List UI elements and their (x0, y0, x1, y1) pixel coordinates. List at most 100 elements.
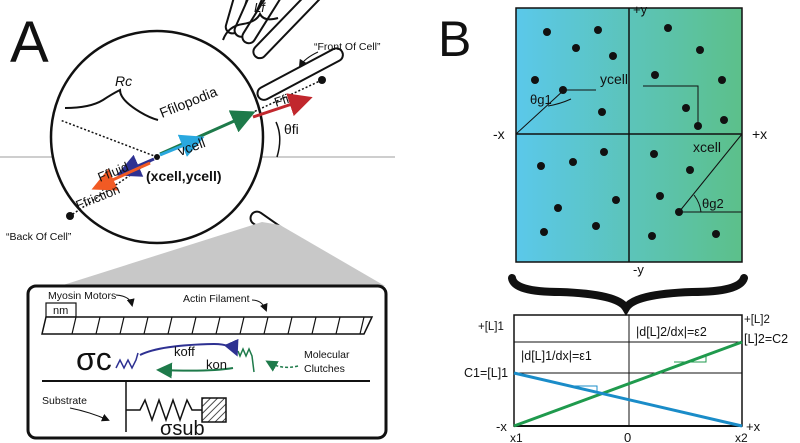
panel-a: A Lf “Front Of Cell” “Back Of Cell” Rc (0, 0, 395, 286)
theta-g1-label: θg1 (530, 92, 552, 107)
myosin-pointer (115, 294, 135, 307)
vcell-arrow (159, 134, 205, 157)
cell-dot (537, 162, 545, 170)
substrate-block (201, 397, 227, 423)
filopodium (224, 0, 278, 35)
actin-segment-divider (311, 316, 317, 335)
cell-dot (648, 232, 656, 240)
plus-x-label: +x (752, 126, 767, 142)
rc-brace (64, 88, 159, 121)
cell-dot (594, 26, 602, 34)
sigma-sub-label: σsub (160, 418, 205, 440)
front-dot (318, 76, 326, 84)
cell-dot (651, 71, 659, 79)
ffi-arrow (252, 93, 313, 119)
substrate-pointer (69, 407, 110, 422)
slope-triangle-1 (570, 385, 598, 392)
theta-fi-arc (275, 121, 281, 158)
friction-force-arrow (91, 161, 151, 191)
fluid-force-arrow (116, 154, 155, 177)
cell-dot (543, 28, 551, 36)
cell-center (154, 154, 160, 160)
ycell-line (643, 85, 699, 124)
front-pointer (298, 51, 319, 68)
lf-brace (222, 11, 279, 41)
cell-dot (540, 228, 548, 236)
x2-label: x2 (735, 431, 748, 443)
theta-g1-line (515, 89, 565, 135)
actin-filament-bar (41, 316, 374, 335)
substrate-spring (126, 397, 202, 423)
theta-g2-line (678, 133, 743, 213)
panel-brace (508, 274, 748, 317)
cell-dot (694, 122, 702, 130)
slope-triangle-2 (674, 354, 707, 363)
lf-label: Lf (254, 0, 266, 15)
cell-dot (531, 76, 539, 84)
plus-l2-label: +[L]2 (744, 314, 770, 326)
panel-a-letter: A (10, 10, 49, 75)
kon-arrow (156, 362, 234, 379)
cell-dot (712, 230, 720, 238)
actin-segment-divider (71, 316, 77, 335)
cell-dot (612, 196, 620, 204)
cell-dot (592, 222, 600, 230)
actin-segment-divider (239, 316, 245, 335)
sigma-c-label: σc (76, 341, 112, 377)
cell-dot (554, 204, 562, 212)
actin-segment-divider (359, 316, 365, 335)
actin-segment-divider (143, 316, 149, 335)
panel-b-letter: B (438, 11, 471, 67)
front-of-cell-label: “Front Of Cell” (314, 41, 381, 53)
cell-dots (531, 24, 728, 240)
concentration-line-2 (513, 340, 743, 428)
koff-arrow (139, 338, 239, 357)
plot-plus-x-label: +x (746, 419, 761, 434)
theta-fi-label: θfi (284, 121, 299, 137)
cell-dot (682, 104, 690, 112)
actin-pointer (251, 299, 268, 312)
plus-y-label: +y (633, 2, 648, 17)
cell-dot (656, 192, 664, 200)
zero-label: 0 (624, 430, 631, 443)
actin-segment-divider (95, 316, 101, 335)
actin-segment-divider (191, 316, 197, 335)
koff-label: koff (174, 344, 195, 359)
filopodium (241, 0, 324, 45)
rc-label: Rc (115, 73, 132, 89)
eps1-label: |d[L]1/dx|=ε1 (521, 349, 592, 363)
molecular-clutches-label-1: Molecular (304, 349, 350, 361)
actin-segment-divider (119, 316, 125, 335)
cell-position-label: (xcell,ycell) (146, 168, 222, 184)
cell-dot (686, 166, 694, 174)
x1-label: x1 (510, 431, 523, 443)
cell-dot (598, 108, 606, 116)
cell-dot (720, 116, 728, 124)
theta-g2-arc (693, 194, 702, 213)
filopodium (256, 47, 344, 101)
plus-l1-label: +[L]1 (478, 321, 504, 333)
xcell-label: xcell (693, 139, 721, 155)
filopodium (233, 0, 305, 38)
actin-segment-divider (263, 316, 269, 335)
cell-dot (569, 158, 577, 166)
plot-frame (513, 314, 743, 427)
panel-b: B +y -y -x +x ycell θg1 θg2 xcell (438, 2, 767, 277)
cell-dot (609, 52, 617, 60)
l2-eq-c2-label: [L]2=C2 (744, 332, 788, 346)
cell-dot (718, 76, 726, 84)
actin-segment-divider (287, 316, 293, 335)
theta-g1-arc (547, 98, 572, 107)
minus-y-label: -y (633, 262, 644, 277)
eps2-label: |d[L]2/dx|=ε2 (636, 325, 707, 339)
c1-eq-l1-label: C1=[L]1 (464, 366, 508, 380)
gradient-plot: +[L]1 +[L]2 [L]2=C2 C1=[L]1 |d[L]2/dx|=ε… (464, 314, 788, 443)
inset-panel: Myosin Motors nm Actin Filament σc koff … (26, 284, 388, 440)
ffi-label: Ffi (272, 91, 290, 110)
cell-dot (600, 148, 608, 156)
myosin-motors-label: Myosin Motors (48, 290, 116, 302)
cell-dot (664, 24, 672, 32)
clutch-spring-right (237, 347, 255, 373)
clutch-pointer (265, 360, 299, 372)
cell-dot (572, 44, 580, 52)
